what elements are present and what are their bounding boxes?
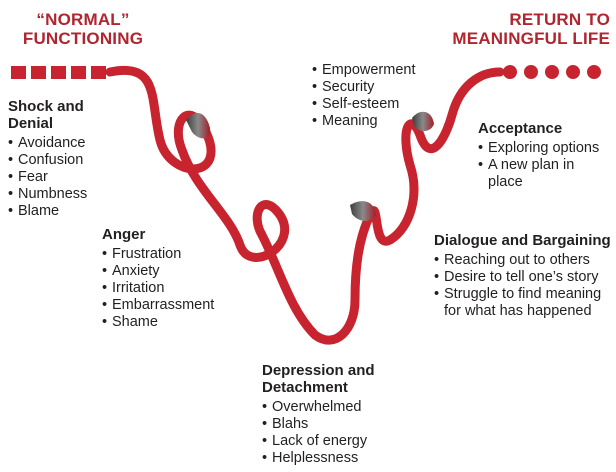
list-item: Reaching out to others <box>434 252 612 269</box>
list-item: Empowerment <box>312 62 442 79</box>
stage-title: Shock and Denial <box>8 98 84 132</box>
list-item: Lack of energy <box>262 433 412 450</box>
list-item: Confusion <box>8 152 128 169</box>
list-item: Shame <box>102 314 242 331</box>
stage-items: Empowerment Security Self-esteem Meaning <box>312 62 442 130</box>
list-item: Overwhelmed <box>262 399 412 416</box>
list-item: Fear <box>8 169 128 186</box>
stage-acceptance: Acceptance Exploring options A new plan … <box>478 120 612 191</box>
stage-dialogue-bargaining: Dialogue and Bargaining Reaching out to … <box>434 232 612 320</box>
list-item: Desire to tell one’s story <box>434 269 612 286</box>
stage-items: Frustration Anxiety Irritation Embarrass… <box>102 246 242 331</box>
stage-shock-denial: Shock and Denial Avoidance Confusion Fea… <box>8 98 128 220</box>
stage-meaning: Empowerment Security Self-esteem Meaning <box>312 62 442 130</box>
normal-functioning-dashes <box>11 66 106 79</box>
stage-items: Reaching out to others Desire to tell on… <box>434 252 612 320</box>
list-item: Numbness <box>8 186 128 203</box>
stage-title: Acceptance <box>478 120 563 137</box>
stage-title: Depression and Detachment <box>262 362 375 396</box>
normal-functioning-heading: “NORMAL” FUNCTIONING <box>22 10 144 48</box>
list-item: Exploring options <box>478 140 612 157</box>
list-item: Security <box>312 79 442 96</box>
stage-title: Anger <box>102 226 146 243</box>
list-item: Avoidance <box>8 135 128 152</box>
stage-depression-detachment: Depression and Detachment Overwhelmed Bl… <box>262 362 412 467</box>
stage-anger: Anger Frustration Anxiety Irritation Emb… <box>102 226 242 331</box>
list-item: Blame <box>8 203 128 220</box>
list-item: Embarrassment <box>102 297 242 314</box>
stage-title: Dialogue and Bargaining <box>434 232 611 249</box>
meaningful-life-dots <box>503 65 601 79</box>
stage-items: Exploring options A new plan in place <box>478 140 612 191</box>
ribbon-twist-1 <box>186 113 211 139</box>
list-item: A new plan in place <box>478 157 612 191</box>
ribbon-twist-2 <box>350 201 376 221</box>
list-item: Helplessness <box>262 450 412 467</box>
stage-items: Overwhelmed Blahs Lack of energy Helples… <box>262 399 412 467</box>
list-item: Struggle to find meaning for what has ha… <box>434 286 612 320</box>
stage-items: Avoidance Confusion Fear Numbness Blame <box>8 135 128 220</box>
list-item: Blahs <box>262 416 412 433</box>
list-item: Self-esteem <box>312 96 442 113</box>
list-item: Irritation <box>102 280 242 297</box>
return-to-meaningful-life-heading: RETURN TO MEANINGFUL LIFE <box>452 10 610 48</box>
list-item: Frustration <box>102 246 242 263</box>
list-item: Anxiety <box>102 263 242 280</box>
list-item: Meaning <box>312 113 442 130</box>
